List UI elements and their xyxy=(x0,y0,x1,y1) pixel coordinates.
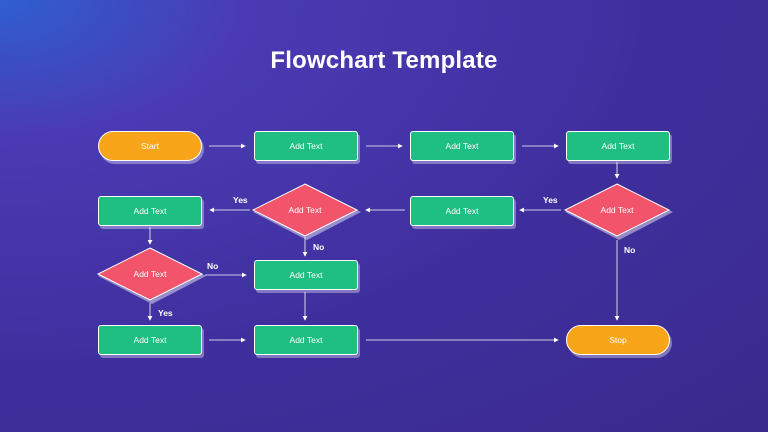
decision-label-2: Add Text xyxy=(288,205,322,215)
page-title: Flowchart Template xyxy=(270,47,498,74)
edge-label-d1-yes: Yes xyxy=(543,195,558,205)
process-node-8: Add Text xyxy=(254,325,358,355)
process-node-3: Add Text xyxy=(566,131,670,161)
edge-label-d2-yes: Yes xyxy=(233,195,248,205)
edge-label-d3-yes: Yes xyxy=(158,308,173,318)
start-node: Start xyxy=(98,131,202,161)
decision-node-2 xyxy=(251,183,361,240)
process-node-2: Add Text xyxy=(410,131,514,161)
process-node-5: Add Text xyxy=(98,196,202,226)
process-node-4: Add Text xyxy=(410,196,514,226)
edge-label-d1-no: No xyxy=(624,245,636,255)
decision-node-1 xyxy=(563,183,673,240)
process-node-1: Add Text xyxy=(254,131,358,161)
decision-label-1: Add Text xyxy=(600,205,634,215)
edge-label-d3-no: No xyxy=(207,261,219,271)
decision-node-3 xyxy=(96,247,206,304)
stop-node: Stop xyxy=(566,325,670,355)
process-node-7: Add Text xyxy=(254,260,358,290)
edge-label-d2-no: No xyxy=(313,242,325,252)
decision-label-3: Add Text xyxy=(133,269,167,279)
process-node-6: Add Text xyxy=(98,325,202,355)
